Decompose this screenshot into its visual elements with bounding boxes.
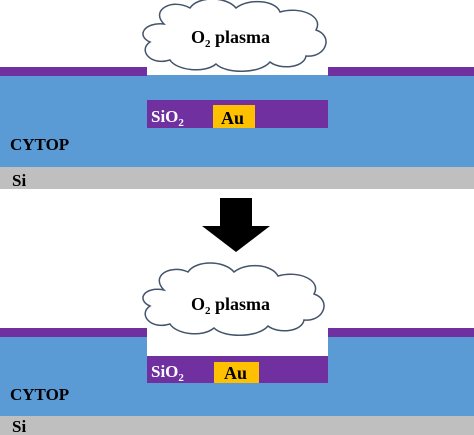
mask-right xyxy=(328,328,474,337)
si-substrate xyxy=(0,167,474,189)
plasma-label: O2 plasma xyxy=(191,27,270,50)
mask-right xyxy=(328,67,474,76)
si-substrate xyxy=(0,416,474,435)
down-arrow-icon xyxy=(202,198,270,252)
cytop-layer-etched xyxy=(0,336,474,416)
panel-before: SiO2 Au CYTOP Si O2 plasma xyxy=(0,0,474,190)
plasma-cloud: O2 plasma xyxy=(142,0,327,72)
mask-left xyxy=(0,328,147,337)
plasma-label: O2 plasma xyxy=(191,294,270,317)
au-pad xyxy=(214,362,259,383)
au-pad xyxy=(213,105,255,128)
sio2-label: SiO2 xyxy=(151,107,184,129)
cytop-label: CYTOP xyxy=(10,385,69,404)
au-label: Au xyxy=(224,363,247,383)
panel-after: SiO2 Au CYTOP Si O2 plasma xyxy=(0,262,474,435)
si-label: Si xyxy=(12,171,26,190)
sio2-label: SiO2 xyxy=(151,362,184,384)
cytop-label: CYTOP xyxy=(10,135,69,154)
si-label: Si xyxy=(12,417,26,435)
mask-left xyxy=(0,67,147,76)
plasma-cloud: O2 plasma xyxy=(142,262,325,336)
au-label: Au xyxy=(221,108,244,128)
